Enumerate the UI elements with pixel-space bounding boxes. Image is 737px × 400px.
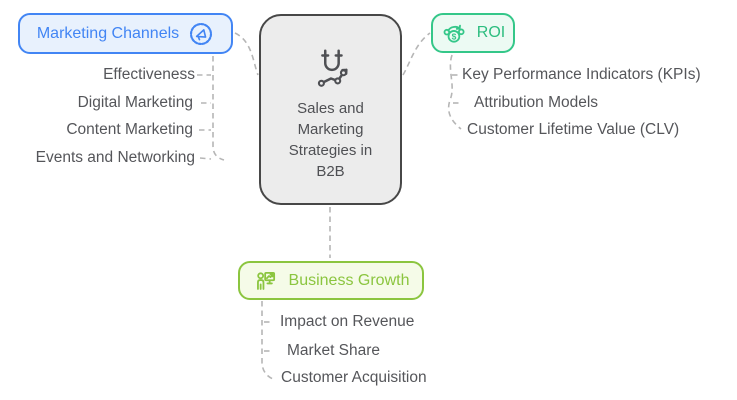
connector-marketing-to-center bbox=[234, 32, 259, 76]
node-business-growth[interactable]: Business Growth bbox=[238, 261, 424, 300]
node-marketing-channels[interactable]: Marketing Channels bbox=[18, 13, 233, 54]
sub-item-events-networking[interactable]: Events and Networking bbox=[35, 149, 195, 166]
sub-item-clv[interactable]: Customer Lifetime Value (CLV) bbox=[467, 121, 680, 138]
node-roi[interactable]: $ ROI bbox=[431, 13, 515, 53]
marketing-tick-4 bbox=[199, 157, 212, 160]
money-cycle-icon: $ bbox=[443, 24, 465, 43]
business-growth-label: Business Growth bbox=[288, 271, 410, 289]
center-node-label: Sales and Marketing Strategies in B2B bbox=[288, 100, 373, 180]
growth-subtree-line bbox=[261, 301, 274, 380]
sub-item-impact-revenue[interactable]: Impact on Revenue bbox=[280, 313, 415, 330]
roi-dollar-glyph: $ bbox=[451, 31, 456, 41]
roi-subtree-line bbox=[447, 54, 462, 130]
sub-item-market-share[interactable]: Market Share bbox=[287, 342, 381, 359]
marketing-subtree-line bbox=[212, 56, 225, 161]
connector-center-to-roi bbox=[402, 32, 431, 76]
sub-item-effectiveness[interactable]: Effectiveness bbox=[103, 66, 195, 83]
magnet-trend-icon bbox=[317, 49, 348, 87]
sub-item-attribution-models[interactable]: Attribution Models bbox=[474, 94, 599, 111]
center-node-sales-marketing[interactable]: Sales and Marketing Strategies in B2B bbox=[259, 14, 402, 205]
megaphone-badge-icon bbox=[190, 22, 213, 45]
sub-item-content-marketing[interactable]: Content Marketing bbox=[66, 121, 193, 138]
growth-presentation-icon bbox=[256, 271, 275, 290]
roi-label: ROI bbox=[476, 24, 506, 41]
sub-item-customer-acquisition[interactable]: Customer Acquisition bbox=[281, 369, 427, 386]
marketing-channels-label: Marketing Channels bbox=[36, 24, 180, 42]
sub-item-digital-marketing[interactable]: Digital Marketing bbox=[77, 94, 193, 111]
sub-item-kpis[interactable]: Key Performance Indicators (KPIs) bbox=[462, 66, 701, 83]
